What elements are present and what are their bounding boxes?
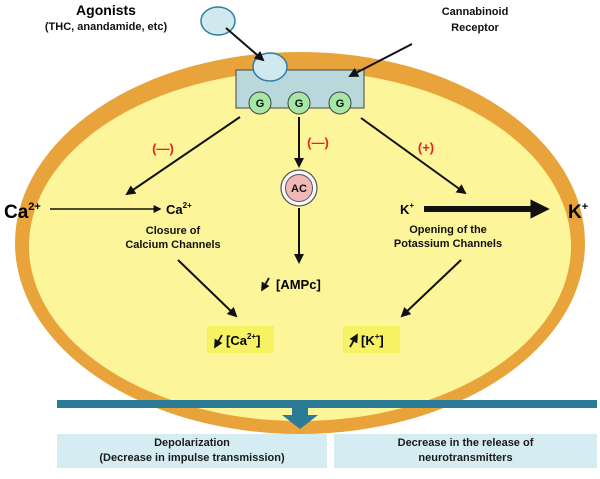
potassium-result-label: [K+] bbox=[361, 332, 384, 348]
g-protein-3 bbox=[328, 91, 352, 115]
calcium-decrease-arrow bbox=[214, 334, 223, 349]
agonist-binding-arrow bbox=[225, 27, 265, 62]
receptor-label-line2: Receptor bbox=[451, 22, 499, 34]
g-protein-2 bbox=[287, 91, 311, 115]
adenylate-cyclase-label: AC bbox=[291, 183, 307, 195]
receptor-label-line1: Cannabinoid bbox=[442, 6, 509, 18]
calcium-channel-label-line1: Closure of bbox=[146, 225, 201, 237]
potassium-increase-arrow bbox=[349, 333, 358, 348]
outcome-arrow-head bbox=[282, 415, 318, 429]
middle-effect-sign: (—) bbox=[307, 135, 329, 150]
g-protein-2-label: G bbox=[295, 98, 304, 110]
depolarization-outcome-box: Depolarization (Decrease in impulse tran… bbox=[57, 434, 327, 468]
potassium-channel-label-line1: Opening of the bbox=[409, 224, 487, 236]
receptor-pointer-arrow bbox=[348, 43, 413, 77]
calcium-result-label: [Ca2+] bbox=[226, 332, 260, 348]
potassium-outside-label: K+ bbox=[568, 201, 588, 223]
calcium-outside-label: Ca2+ bbox=[4, 201, 41, 223]
outcome-arrow-shaft bbox=[292, 408, 308, 416]
right-pathway-arrow bbox=[360, 117, 467, 195]
calcium-result-arrow bbox=[177, 259, 238, 318]
potassium-result-arrow bbox=[400, 259, 462, 318]
g-protein-3-label: G bbox=[336, 98, 345, 110]
neurotransmitter-line2: neurotransmitters bbox=[418, 452, 513, 464]
potassium-channel-label-line2: Potassium Channels bbox=[394, 238, 502, 250]
right-effect-sign: (+) bbox=[418, 140, 434, 155]
agonist-bound-molecule bbox=[252, 52, 288, 82]
calcium-inside-label: Ca2+ bbox=[166, 201, 192, 217]
calcium-channel-label-line2: Calcium Channels bbox=[125, 239, 220, 251]
g-protein-1 bbox=[248, 91, 272, 115]
ampc-label: [AMPc] bbox=[276, 277, 321, 292]
left-pathway-arrow bbox=[125, 116, 241, 196]
neurotransmitter-line1: Decrease in the release of bbox=[397, 437, 534, 449]
g-protein-1-label: G bbox=[256, 98, 265, 110]
left-effect-sign: (—) bbox=[152, 141, 174, 156]
adenylate-cyclase bbox=[285, 174, 313, 202]
depolarization-title: Depolarization bbox=[154, 437, 230, 449]
agonists-examples: (THC, anandamide, etc) bbox=[45, 21, 168, 33]
outcome-bar bbox=[57, 400, 597, 408]
ampc-decrease-arrow bbox=[261, 277, 270, 292]
agonists-title: Agonists bbox=[76, 2, 136, 18]
neurotransmitter-outcome-box: Decrease in the release of neurotransmit… bbox=[334, 434, 597, 468]
depolarization-subtitle: (Decrease in impulse transmission) bbox=[99, 452, 285, 464]
potassium-inside-label: K+ bbox=[400, 201, 414, 217]
